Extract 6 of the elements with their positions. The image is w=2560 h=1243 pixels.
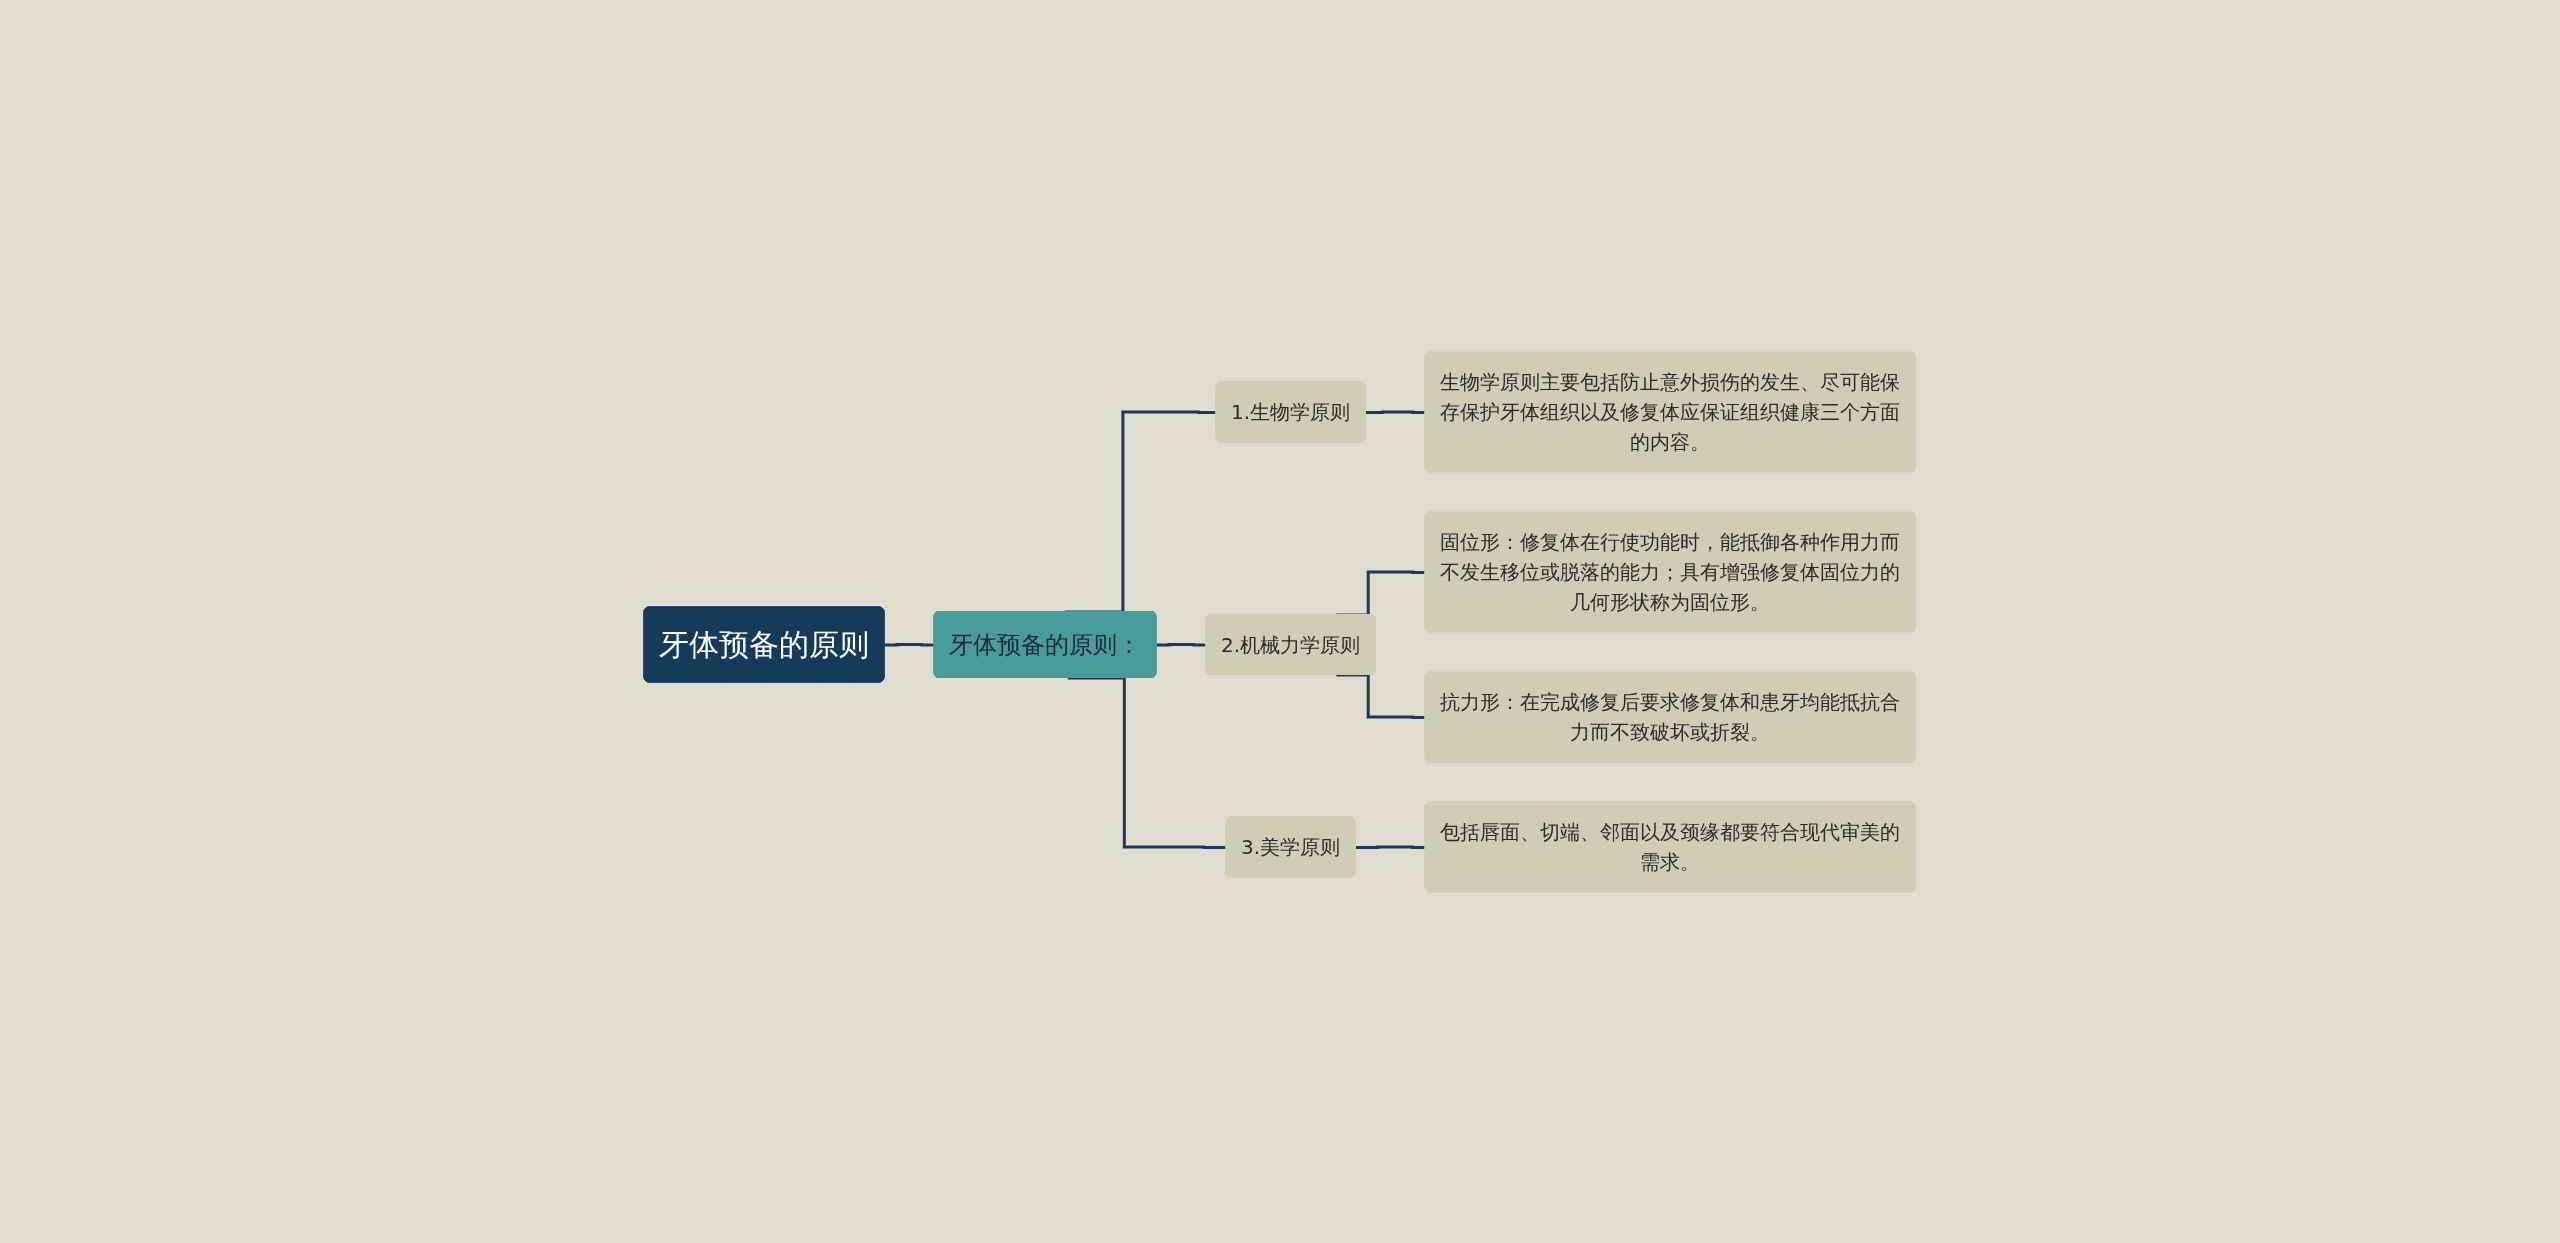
connector [1156, 642, 1207, 646]
connector [1068, 676, 1227, 849]
connector [1356, 845, 1427, 849]
connector [1366, 410, 1427, 414]
connector [884, 642, 935, 646]
connector [1336, 673, 1427, 719]
